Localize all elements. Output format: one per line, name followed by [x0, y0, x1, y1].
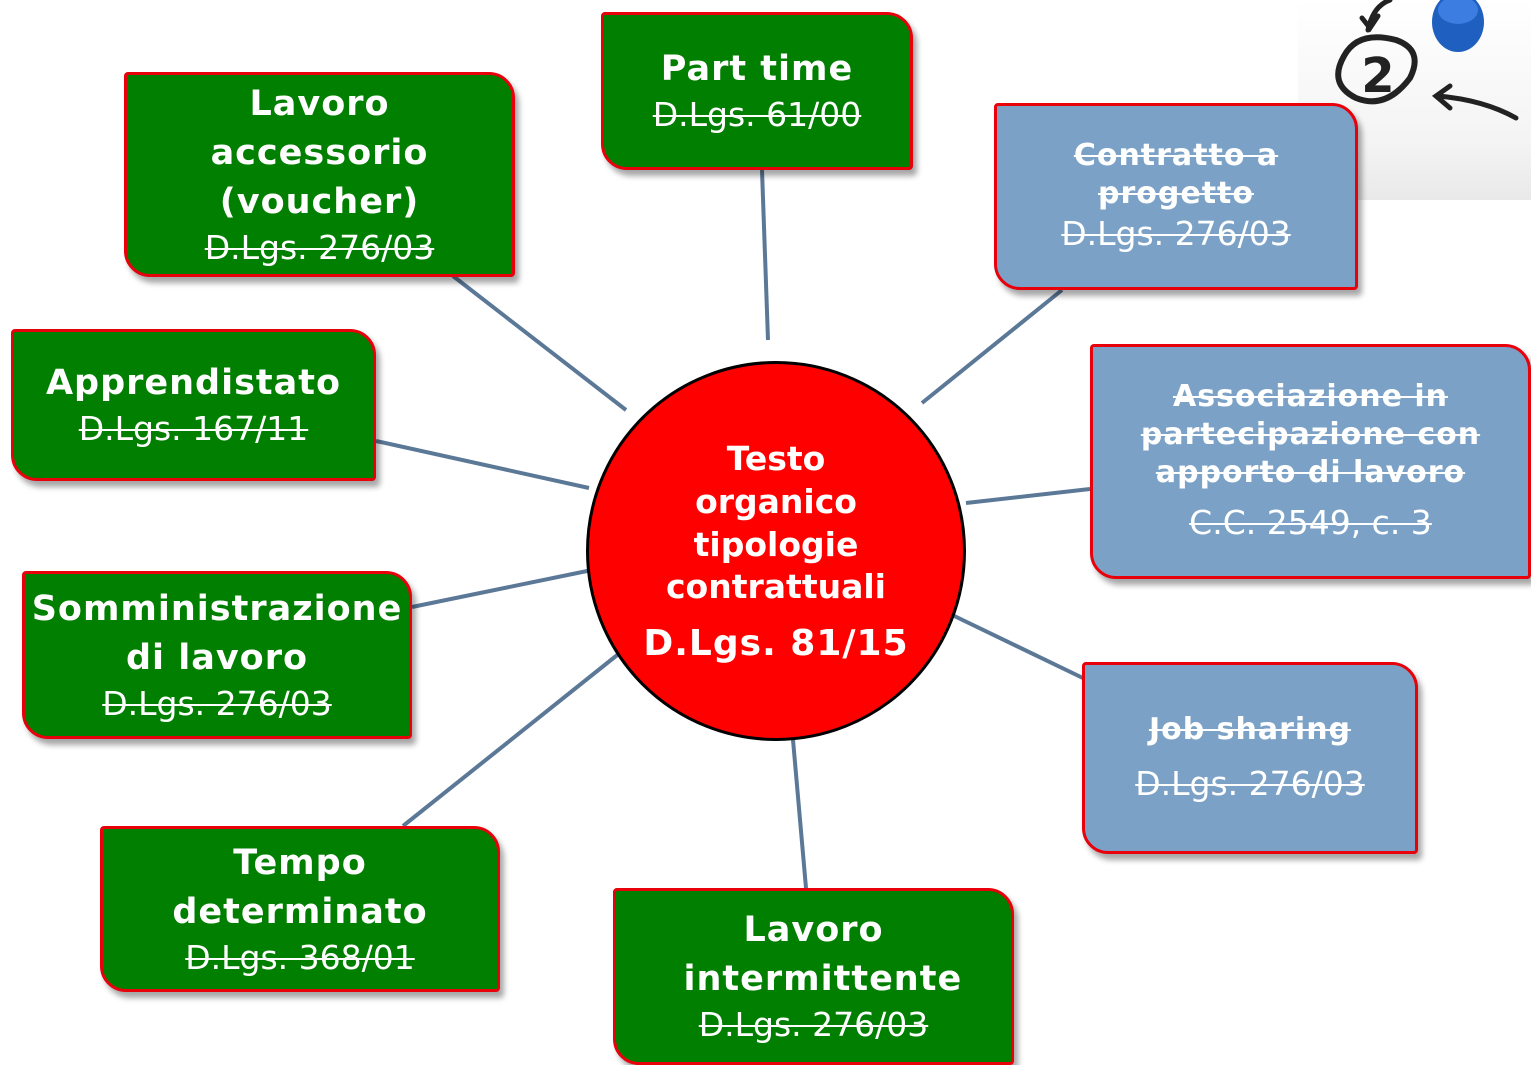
- node-contratto-a-progetto: Contratto a progetto D.Lgs. 276/03: [994, 103, 1358, 290]
- central-node: Testo organico tipologie contrattuali D.…: [586, 361, 966, 741]
- connector-apprendistato: [375, 439, 590, 490]
- corner-glyph: 2: [1361, 48, 1394, 104]
- node-law: D.Lgs. 368/01: [185, 937, 415, 977]
- node-law: C.C. 2549, c. 3: [1189, 503, 1432, 543]
- node-title: Lavoro accessorio (voucher): [210, 83, 429, 222]
- node-law: D.Lgs. 276/03: [1135, 763, 1365, 803]
- node-law: D.Lgs. 276/03: [1061, 214, 1291, 254]
- node-associazione-in-partecipazione: Associazione in partecipazione con appor…: [1090, 344, 1531, 579]
- node-title: Somministrazione di lavoro: [31, 588, 403, 678]
- connector-part-time: [760, 169, 770, 341]
- node-title: Part time: [660, 49, 854, 90]
- connector-lavoro-accessorio: [451, 274, 628, 412]
- central-node-law: D.Lgs. 81/15: [643, 623, 909, 665]
- node-tempo-determinato: Tempo determinato D.Lgs. 368/01: [100, 826, 500, 992]
- numbered-circle-icon: 2: [1335, 0, 1519, 121]
- node-law: D.Lgs. 167/11: [78, 409, 309, 449]
- node-title: Associazione in partecipazione con appor…: [1140, 378, 1481, 491]
- node-lavoro-intermittente: Lavoro intermittente D.Lgs. 276/03: [613, 888, 1014, 1065]
- node-law: D.Lgs. 276/03: [204, 227, 435, 267]
- node-title: Job sharing: [1148, 711, 1352, 747]
- node-somministrazione-di-lavoro: Somministrazione di lavoro D.Lgs. 276/03: [22, 571, 412, 739]
- node-part-time: Part time D.Lgs. 61/00: [601, 12, 913, 170]
- node-title: Lavoro intermittente: [683, 910, 963, 1000]
- connector-contratto-a-progetto: [920, 288, 1064, 405]
- connector-job-sharing: [945, 610, 1088, 682]
- node-law: D.Lgs. 276/03: [102, 683, 332, 723]
- node-law: D.Lgs. 61/00: [652, 95, 862, 135]
- node-title: Contratto a progetto: [1073, 137, 1279, 212]
- node-law: D.Lgs. 276/03: [698, 1005, 929, 1045]
- central-node-title: Testo organico tipologie contrattuali: [666, 438, 886, 607]
- connector-associazione: [965, 487, 1091, 505]
- node-title: Tempo determinato: [172, 842, 428, 932]
- node-lavoro-accessorio: Lavoro accessorio (voucher) D.Lgs. 276/0…: [124, 72, 515, 277]
- node-job-sharing: Job sharing D.Lgs. 276/03: [1082, 662, 1418, 854]
- connector-somministrazione: [411, 568, 593, 609]
- node-title: Apprendistato: [45, 363, 342, 404]
- node-apprendistato: Apprendistato D.Lgs. 167/11: [11, 329, 376, 481]
- connector-tempo-determinato: [401, 646, 628, 828]
- connector-lavoro-intermittente: [789, 716, 808, 889]
